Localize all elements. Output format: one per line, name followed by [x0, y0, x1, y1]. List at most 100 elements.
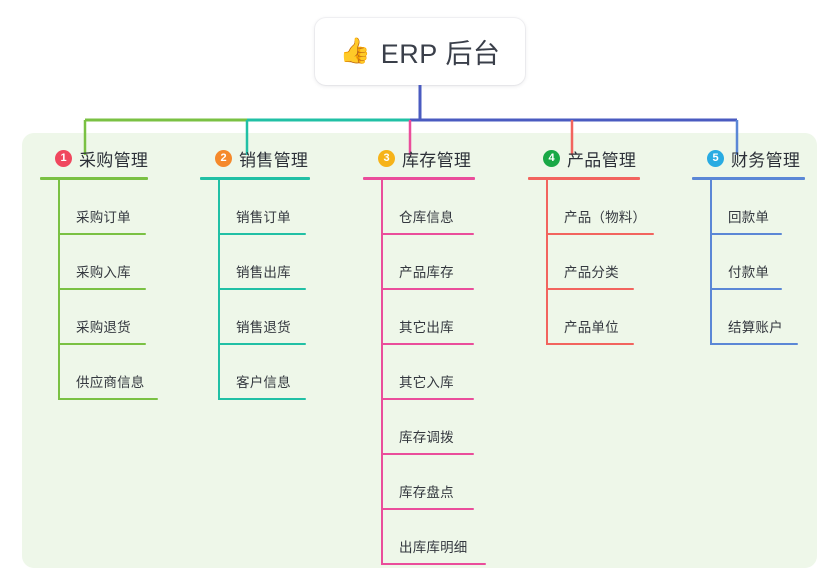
branch-item[interactable]: 采购订单 — [58, 180, 148, 235]
branch-item-list: 采购订单采购入库采购退货供应商信息 — [40, 180, 158, 400]
branch-item-rule — [58, 398, 158, 400]
branch-item-rule — [381, 343, 474, 345]
branch-item[interactable]: 产品库存 — [381, 235, 475, 290]
branch-number-badge: 4 — [543, 149, 560, 167]
branch-item-rule — [218, 288, 306, 290]
branch-item-rule — [218, 398, 306, 400]
branches-panel — [22, 133, 817, 568]
branch-item[interactable]: 销售订单 — [218, 180, 310, 235]
branch-header-rule — [40, 177, 148, 180]
page-title: ERP 后台 — [380, 39, 501, 69]
branch-title: 采购管理 — [79, 150, 149, 170]
branch-item-label: 仓库信息 — [399, 210, 454, 225]
branch-item-label: 结算账户 — [728, 320, 783, 335]
branch-spine — [710, 180, 712, 345]
branch-item[interactable]: 采购退货 — [58, 290, 148, 345]
branch-spine — [381, 180, 383, 565]
branch-item-list: 仓库信息产品库存其它出库其它入库库存调拨库存盘点出库库明细 — [363, 180, 486, 565]
branch-item[interactable]: 付款单 — [710, 235, 805, 290]
branch-number-badge: 1 — [55, 149, 72, 167]
branch-item[interactable]: 客户信息 — [218, 345, 310, 400]
branch-header-1[interactable]: 1 采购管理 — [40, 146, 148, 170]
branch-item-rule — [710, 288, 782, 290]
root-node-content: 👍 ERP 后台 — [340, 32, 501, 71]
branch-item[interactable]: 产品（物料） — [546, 180, 654, 235]
branch-item-rule — [381, 563, 486, 565]
branch-item[interactable]: 结算账户 — [710, 290, 805, 345]
branch-header-rule — [528, 177, 640, 180]
branch-item[interactable]: 库存调拨 — [381, 400, 475, 455]
branch-item-list: 回款单付款单结算账户 — [692, 180, 805, 345]
branch-header-5[interactable]: 5 财务管理 — [692, 146, 805, 170]
branch-item[interactable]: 销售退货 — [218, 290, 310, 345]
branch-title: 销售管理 — [239, 150, 309, 170]
branch-item-rule — [218, 343, 306, 345]
branch-title: 财务管理 — [731, 150, 801, 170]
branch-item-label: 产品单位 — [564, 320, 619, 335]
branch-item-rule — [218, 233, 306, 235]
branch-item-rule — [58, 233, 146, 235]
branch-item[interactable]: 库存盘点 — [381, 455, 475, 510]
branch-item[interactable]: 采购入库 — [58, 235, 148, 290]
branch-item-rule — [58, 288, 146, 290]
branch-item-rule — [58, 343, 146, 345]
branch-column-5: 5 财务管理回款单付款单结算账户 — [692, 146, 805, 345]
branch-item-label: 付款单 — [728, 265, 770, 280]
branch-item-rule — [381, 453, 474, 455]
branch-spine — [58, 180, 60, 400]
branch-item-label: 采购订单 — [76, 210, 131, 225]
branch-item-list: 产品（物料） 产品分类产品单位 — [528, 180, 654, 345]
branch-item-rule — [381, 508, 474, 510]
branch-item[interactable]: 产品分类 — [546, 235, 640, 290]
branch-item[interactable]: 其它出库 — [381, 290, 475, 345]
branch-item[interactable]: 回款单 — [710, 180, 805, 235]
branch-number-badge: 5 — [707, 149, 724, 167]
branch-item[interactable]: 出库库明细 — [381, 510, 486, 565]
branch-item-list: 销售订单销售出库销售退货客户信息 — [200, 180, 310, 400]
branch-item-rule — [710, 343, 798, 345]
branch-item-rule — [381, 233, 474, 235]
root-node[interactable]: 👍 ERP 后台 — [315, 18, 525, 85]
branch-item-rule — [546, 233, 654, 235]
branch-item-label: 供应商信息 — [76, 375, 145, 390]
branch-item-label: 销售订单 — [236, 210, 291, 225]
branch-item-label: 其它入库 — [399, 375, 454, 390]
branch-number-badge: 2 — [215, 149, 232, 167]
branch-item-label: 产品分类 — [564, 265, 619, 280]
thumbs-up-icon: 👍 — [339, 37, 371, 65]
branch-item-rule — [381, 398, 474, 400]
branch-header-2[interactable]: 2 销售管理 — [200, 146, 310, 170]
branch-column-2: 2 销售管理销售订单销售出库销售退货客户信息 — [200, 146, 310, 400]
branch-spine — [546, 180, 548, 345]
branch-column-1: 1 采购管理采购订单采购入库采购退货供应商信息 — [40, 146, 158, 400]
branch-item-rule — [546, 288, 634, 290]
branch-column-4: 4 产品管理产品（物料） 产品分类产品单位 — [528, 146, 654, 345]
branch-header-4[interactable]: 4 产品管理 — [528, 146, 640, 170]
branch-item-label: 回款单 — [728, 210, 770, 225]
branch-item[interactable]: 仓库信息 — [381, 180, 475, 235]
branch-item-label: 出库库明细 — [399, 540, 468, 555]
branch-header-rule — [692, 177, 805, 180]
branch-item-label: 库存调拨 — [399, 430, 454, 445]
branch-item-label: 库存盘点 — [399, 485, 454, 500]
branch-item-label: 产品库存 — [399, 265, 454, 280]
branch-item-label: 客户信息 — [236, 375, 291, 390]
branch-item-rule — [710, 233, 782, 235]
branch-header-rule — [363, 177, 475, 180]
branch-number-badge: 3 — [378, 149, 395, 167]
branch-item[interactable]: 供应商信息 — [58, 345, 158, 400]
branch-item[interactable]: 销售出库 — [218, 235, 310, 290]
branch-item-label: 其它出库 — [399, 320, 454, 335]
branch-item-label: 采购入库 — [76, 265, 131, 280]
branch-item[interactable]: 其它入库 — [381, 345, 475, 400]
branch-title: 产品管理 — [567, 150, 637, 170]
branch-item-rule — [546, 343, 634, 345]
branch-header-rule — [200, 177, 310, 180]
branch-item-label: 采购退货 — [76, 320, 131, 335]
branch-item[interactable]: 产品单位 — [546, 290, 640, 345]
branch-item-rule — [381, 288, 474, 290]
branch-item-label: 销售出库 — [236, 265, 291, 280]
